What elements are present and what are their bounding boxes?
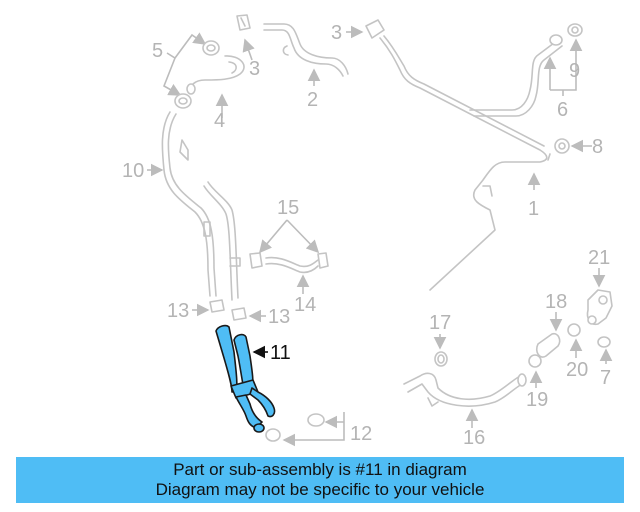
callout-21: 21 [588,247,610,269]
callout-8: 8 [592,136,603,158]
callout-20: 20 [566,359,588,381]
part-2-hose[interactable]: 2 [263,23,349,111]
callout-13a: 13 [167,300,189,322]
banner-line-part-info: Part or sub-assembly is #11 in diagram [173,460,467,479]
part-12-clamps[interactable]: 12 [265,412,372,447]
part-19-clamp[interactable]: 19 [526,354,548,411]
callout-14: 14 [294,294,316,316]
part-14-hose[interactable]: 14 [265,256,319,316]
callout-7: 7 [600,367,611,389]
info-banner: Part or sub-assembly is #11 in diagram D… [16,457,624,503]
callout-19: 19 [526,389,548,411]
callout-10: 10 [122,160,144,182]
part-15-clamps[interactable]: 15 [249,197,329,269]
callout-15: 15 [277,197,299,219]
part-6-pipe[interactable]: 6 [469,34,583,121]
part-16-pipe[interactable]: 16 [403,372,527,449]
callout-6: 6 [557,99,568,121]
callout-9: 9 [569,60,580,82]
callout-13b: 13 [268,306,290,328]
part-5-clamps[interactable]: 5 [152,32,220,109]
part-8-clamp[interactable]: 8 [554,136,603,158]
part-18-hose[interactable]: 18 [535,291,568,358]
part-3-clamp-left[interactable]: 3 [236,14,260,80]
callout-16: 16 [463,427,485,449]
part-7-clamp[interactable]: 7 [597,336,613,389]
part-1-pipe[interactable]: 1 [379,35,551,291]
part-21-housing[interactable]: 21 [586,247,613,326]
callout-2: 2 [307,89,318,111]
part-9-clamp[interactable]: 9 [567,23,583,82]
part-10-pipes[interactable]: 10 [122,111,241,301]
part-13-clamps[interactable]: 13 13 [167,299,290,328]
part-4-hose[interactable]: 4 [186,55,245,132]
callout-11: 11 [270,342,291,364]
callout-17: 17 [429,312,451,334]
callout-3a: 3 [249,58,260,80]
callout-3b: 3 [331,22,342,44]
part-3-clamp-right[interactable]: 3 [331,19,385,44]
callout-1: 1 [528,198,539,220]
banner-line-disclaimer: Diagram may not be specific to your vehi… [155,480,485,499]
callout-4: 4 [214,110,225,132]
part-11-highlighted-hose[interactable]: 11 [215,324,291,433]
callout-5: 5 [152,40,163,62]
part-17-seal[interactable]: 17 [429,312,451,367]
callout-12: 12 [350,423,372,445]
part-20-clamp[interactable]: 20 [566,323,588,381]
callout-18: 18 [545,291,567,313]
